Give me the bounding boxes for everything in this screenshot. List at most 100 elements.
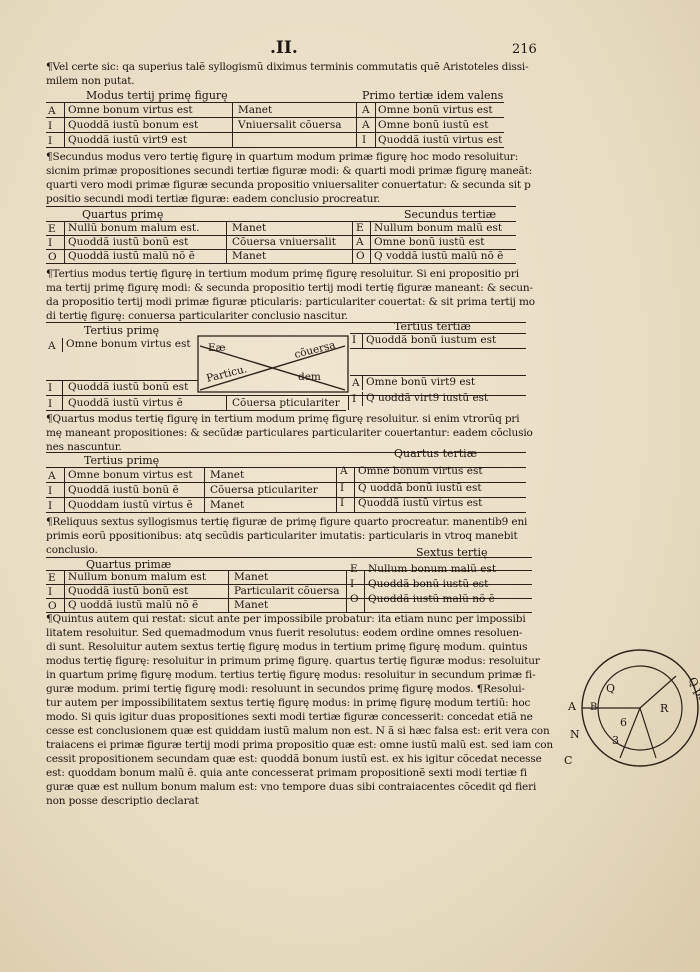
table1-row-letter: I	[48, 135, 53, 147]
table3-left-row: Omne bonum virtus est	[66, 338, 191, 350]
text-line: ma tertij primę figurę modi: & secunda p…	[46, 282, 533, 294]
table1-row-left: Quoddã iustũ virt9 est	[68, 134, 187, 146]
table5-row-letter: O	[48, 600, 57, 612]
table3-left-letter: A	[48, 340, 56, 352]
table1-left-caption: Modus tertij primę figurę	[86, 89, 228, 102]
table3-right-row: Quoddã bonũ iustum est	[366, 334, 497, 346]
figure-letter: Q	[606, 682, 615, 695]
text-line: di sunt. Resoluitur autem sextus tertię …	[46, 641, 528, 653]
text-line: ¶Quartus modus tertię figurę in tertium …	[46, 413, 520, 425]
table1-row-right: Quoddã iustũ virtus est	[378, 134, 503, 146]
table2-row-left: Quoddã iustũ bonũ est	[68, 236, 189, 248]
table4-row-left: Quoddam iustũ virtus ẽ	[68, 499, 193, 511]
table5-row-left: Q uoddã iustũ malũ nõ ẽ	[68, 599, 199, 611]
table4-row-letter: A	[48, 470, 56, 482]
table2-row-letter-right: A	[356, 236, 364, 248]
table5-row-middle: Particularit cõuersa	[234, 585, 340, 597]
table1-row-letter: I	[48, 120, 53, 132]
table4-row-middle: Cõuersa pticulariter	[210, 484, 318, 496]
table1-row-right: Omne bonũ virtus est	[378, 104, 493, 116]
text-line: da propositio tertij modi primæ figuræ p…	[46, 296, 535, 308]
table4-row-middle: Manet	[210, 499, 245, 511]
text-line: positio secundi modi tertiæ figuræ: eade…	[46, 193, 381, 205]
text-line: primis eorũ ppositionibus: atq secũdis p…	[46, 530, 518, 542]
table5-row-left: Quoddã iustũ bonũ est	[68, 585, 189, 597]
table1-row-letter-right: A	[362, 104, 370, 116]
table4-row-letter-right: A	[340, 465, 348, 477]
table5-row-right: Nullum bonum malũ est	[368, 563, 497, 575]
table3-left-row: Quoddã iustũ bonũ est	[68, 381, 189, 393]
table3-right-letter: I	[352, 334, 357, 346]
text-line: litatem resoluitur. Sed quemadmodum vnus…	[46, 627, 523, 639]
table4-row-letter-right: I	[340, 482, 345, 494]
text-line: cesse est conclusionem quæ est quiddam i…	[46, 725, 550, 737]
text-line: tur autem per impossibilitatem sextus te…	[46, 697, 531, 709]
figure-letter: N	[570, 728, 580, 741]
text-line: quarti vero modi primæ figuræ secunda pr…	[46, 179, 531, 191]
table5-row-letter: E	[48, 572, 56, 584]
table4-row-right: Q uoddã bonũ iustũ est	[358, 482, 482, 494]
table3-right-row: Q uoddã virt9 iustũ est	[366, 392, 489, 404]
text-line: ¶Reliquus sextus syllogismus tertię figu…	[46, 516, 528, 528]
figure-letter: C	[564, 754, 572, 767]
table2-row-right: Nullum bonum malũ est	[374, 222, 503, 234]
text-line: milem non putat.	[46, 75, 135, 87]
table5-row-letter: I	[48, 586, 53, 598]
table3-right-row: Omne bonũ virt9 est	[366, 376, 476, 388]
figure-letter: B	[590, 702, 597, 713]
table4-row-middle: Manet	[210, 469, 245, 481]
table5-row-right: Quoddã bonũ iustũ est	[368, 578, 489, 590]
text-line: ¶Tertius modus tertię figurę in tertium …	[46, 268, 519, 280]
table4-row-letter: I	[48, 485, 53, 497]
section-heading: .II.	[270, 38, 298, 58]
figure-letter: A	[567, 700, 577, 713]
table1-row-left: Quoddã iustũ bonum est	[68, 119, 199, 131]
table3-right-letter: A	[352, 377, 360, 389]
diagram-label: Eæ	[208, 342, 226, 354]
text-line: mę maneant propositiones: & secũdæ parti…	[46, 427, 533, 439]
table5-row-letter-right: O	[350, 593, 359, 605]
text-line: cessit propositionem secundam quæ est: q…	[46, 753, 542, 765]
table1-row-middle: Vniuersalit cõuersa	[238, 119, 342, 131]
table4-row-letter: I	[48, 500, 53, 512]
figure-letter: 3	[612, 734, 619, 747]
table4-row-left: Quoddã iustũ bonũ ẽ	[68, 484, 179, 496]
text-line: modo. Si quis igitur duas propositiones …	[46, 711, 533, 723]
table2-left-caption: Quartus primę	[82, 208, 164, 221]
table2-row-middle: Cõuersa vniuersalit	[232, 236, 336, 248]
table1-row-middle: Manet	[238, 104, 273, 116]
text-line: in quartum primę figurę modum. tertius t…	[46, 669, 536, 681]
table2-row-letter: O	[48, 251, 57, 263]
text-line: traiacens ei primæ figuræ tertij modi pr…	[46, 739, 554, 751]
figure-letter: R	[660, 702, 669, 715]
text-line: ¶Vel certe sic: qa superius talẽ syllogi…	[46, 61, 529, 73]
table3-left-letter: I	[48, 382, 53, 394]
table1-row-letter-right: I	[362, 134, 367, 146]
table1-row-right: Omne bonũ iustũ est	[378, 119, 489, 131]
table5-right-caption: Sextus tertię	[416, 546, 488, 559]
table5-row-middle: Manet	[234, 571, 269, 583]
table1-row-letter: A	[48, 105, 56, 117]
circle-opposition-figure: A Q B 6 3 R N C Q pte	[564, 649, 700, 767]
table4-row-left: Omne bonum virtus est	[68, 469, 193, 481]
table5-row-letter-right: I	[350, 578, 355, 590]
table3-left-letter: I	[48, 398, 53, 410]
table5-row-left: Nullum bonum malum est	[68, 571, 207, 583]
text-line: ¶Quintus autem qui restat: sicut ante pe…	[46, 613, 526, 625]
table4-row-letter-right: I	[340, 497, 345, 509]
table3-left-caption: Tertius primę	[84, 324, 160, 337]
text-line: non posse descriptio declarat	[46, 795, 199, 807]
table2-row-letter-right: E	[356, 222, 364, 234]
figure-letter: 6	[620, 716, 627, 729]
table5-left-caption: Quartus primæ	[86, 558, 172, 571]
table1-right-caption: Primo tertiæ idem valens	[362, 89, 504, 102]
table2-row-letter: E	[48, 223, 56, 235]
table4-row-right: Omne bonum virtus est	[358, 465, 483, 477]
table2-row-middle: Manet	[232, 222, 267, 234]
table3-left-row: Quoddã iustũ virtus ẽ	[68, 397, 183, 409]
text-line: guræ quæ est nullum bonum malum est: vno…	[46, 781, 537, 793]
text-line: guræ modum. primi tertię figurę modi: re…	[46, 683, 525, 695]
table2-row-right: Omne bonũ iustũ est	[374, 236, 485, 248]
table5-row-middle: Manet	[234, 599, 269, 611]
